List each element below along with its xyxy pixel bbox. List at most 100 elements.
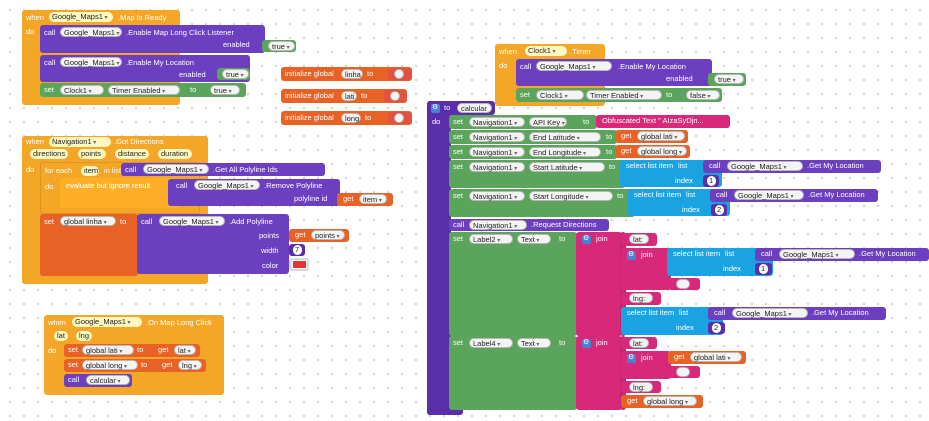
property-dropdown[interactable]: Timer Enabled	[586, 90, 662, 100]
boolean-dropdown[interactable]: false	[686, 90, 720, 100]
width-value[interactable]: 7	[293, 245, 302, 255]
component-dropdown[interactable]: Navigation1	[469, 191, 525, 201]
get-global-lati-block[interactable]: get global lati	[615, 130, 688, 143]
true-block[interactable]: true	[708, 73, 746, 86]
param-directions[interactable]: directions	[30, 149, 68, 159]
param-lat[interactable]: lat	[54, 331, 68, 341]
component-dropdown[interactable]: Google_Maps1	[143, 164, 209, 174]
text-block[interactable]: lng:	[621, 381, 661, 393]
join-block[interactable]: join	[576, 336, 622, 410]
variable-dropdown[interactable]: global lati	[637, 131, 685, 141]
boolean-dropdown[interactable]: true	[210, 85, 240, 95]
property-dropdown[interactable]: Start Longitude	[529, 191, 613, 201]
call-get-my-location-block[interactable]: call Google_Maps1 .Get My Location	[710, 189, 878, 202]
property-dropdown[interactable]: Timer Enabled	[108, 85, 180, 95]
select-list-item-block[interactable]: select list item list index	[621, 307, 723, 335]
text-value[interactable]: lng:	[629, 293, 653, 303]
variable-dropdown[interactable]: item	[359, 194, 387, 204]
text-value[interactable]	[676, 279, 690, 289]
call-get-all-polylines-block[interactable]: call Google_Maps1 .Get All Polyline Ids	[121, 163, 325, 176]
join-block[interactable]: join	[621, 351, 671, 379]
call-calcular-block[interactable]: call calcular	[64, 374, 132, 387]
property-dropdown[interactable]: Text	[517, 234, 551, 244]
call-enable-long-click-block[interactable]: call Google_Maps1 .Enable Map Long Click…	[40, 25, 265, 53]
text-value[interactable]: lat:	[629, 338, 649, 348]
text-value[interactable]	[394, 69, 404, 79]
variable-dropdown[interactable]: points	[311, 230, 345, 240]
join-block[interactable]: join	[576, 232, 622, 336]
gear-icon[interactable]	[627, 250, 636, 260]
index-value[interactable]: 1	[759, 264, 768, 274]
color-swatch[interactable]	[292, 260, 307, 269]
join-block[interactable]: join	[621, 248, 671, 290]
param-duration[interactable]: duration	[158, 149, 192, 159]
property-dropdown[interactable]: Start Latitude	[529, 162, 605, 172]
component-dropdown[interactable]: Google_Maps1	[536, 61, 612, 71]
true-block[interactable]: true	[262, 40, 296, 52]
text-block[interactable]: lng:	[621, 292, 661, 305]
call-enable-my-location-block[interactable]: call Google_Maps1 .Enable My Location en…	[40, 55, 250, 82]
set-start-latitude-block[interactable]: set Navigation1 Start Latitude to	[449, 160, 625, 188]
text-value[interactable]: lat:	[629, 234, 649, 244]
evaluate-ignore-block[interactable]: evaluate but ignore result	[60, 178, 180, 208]
component-dropdown[interactable]: Navigation1	[469, 117, 525, 127]
get-global-lati-block[interactable]: get global lati	[668, 351, 746, 364]
component-dropdown[interactable]: Google_Maps1	[732, 308, 808, 318]
variable-dropdown[interactable]: global lati	[82, 345, 134, 355]
set-end-longitude-block[interactable]: set Navigation1 End Longitude to	[449, 145, 617, 159]
param-lng[interactable]: lng	[76, 331, 92, 341]
number-block[interactable]: 1	[755, 263, 772, 275]
component-dropdown[interactable]: Label2	[469, 234, 513, 244]
variable-dropdown[interactable]: lng	[178, 360, 202, 370]
property-dropdown[interactable]: End Longitude	[529, 147, 601, 157]
index-value[interactable]: 2	[712, 323, 721, 333]
variable-dropdown[interactable]: global long	[82, 360, 138, 370]
param-distance[interactable]: distance	[115, 149, 149, 159]
call-get-my-location-block[interactable]: call Google_Maps1 .Get My Location	[755, 248, 929, 261]
property-dropdown[interactable]: Text	[517, 338, 551, 348]
text-block[interactable]	[668, 278, 700, 290]
component-dropdown[interactable]: Google_Maps1	[159, 216, 225, 226]
component-dropdown[interactable]: Google_Maps1	[727, 161, 803, 171]
global-name[interactable]: lati	[341, 91, 357, 101]
set-global-long-block[interactable]: set global long to get lng	[64, 359, 206, 372]
procedure-header[interactable]: to calcular do	[427, 101, 495, 115]
component-dropdown[interactable]: Label4	[469, 338, 513, 348]
property-dropdown[interactable]: API Key	[529, 117, 567, 127]
loop-variable[interactable]: item	[81, 166, 99, 176]
init-global-lati-block[interactable]: initialize global lati to	[281, 89, 407, 103]
get-global-long-block[interactable]: get global long	[621, 395, 703, 408]
number-block[interactable]: 7	[289, 244, 305, 256]
gear-icon[interactable]	[627, 353, 636, 363]
set-end-latitude-block[interactable]: set Navigation1 End Latitude to	[449, 130, 617, 144]
get-global-long-block[interactable]: get global long	[615, 145, 690, 158]
call-get-my-location-block[interactable]: call Google_Maps1 .Get My Location	[703, 160, 881, 173]
param-points[interactable]: points	[78, 149, 106, 159]
component-dropdown[interactable]: Navigation1	[469, 220, 527, 230]
procedure-name[interactable]: calcular	[457, 103, 492, 113]
call-enable-my-location-block[interactable]: call Google_Maps1 .Enable My Location en…	[516, 59, 712, 86]
component-dropdown[interactable]: Navigation1	[469, 132, 525, 142]
component-dropdown[interactable]: Navigation1	[49, 137, 111, 147]
boolean-dropdown[interactable]: true	[222, 69, 249, 79]
text-value[interactable]	[394, 113, 404, 123]
variable-dropdown[interactable]: global linha	[60, 216, 116, 226]
gear-icon[interactable]	[431, 103, 440, 113]
component-dropdown[interactable]: Clock1	[525, 46, 567, 56]
text-value[interactable]: lng:	[629, 382, 653, 392]
init-global-long-block[interactable]: initialize global long to	[281, 111, 412, 125]
obfuscated-text-block[interactable]: Obfuscated Text " AIzaSyDjn...	[596, 115, 730, 128]
text-block[interactable]: lat:	[621, 233, 657, 246]
set-label2-text-block[interactable]: set Label2 Text to	[449, 232, 577, 336]
text-value[interactable]	[390, 91, 400, 101]
component-dropdown[interactable]: Navigation1	[469, 147, 525, 157]
number-block[interactable]: 2	[708, 322, 725, 334]
variable-dropdown[interactable]: lat	[174, 345, 196, 355]
text-block[interactable]	[384, 90, 407, 102]
number-block[interactable]: 1	[703, 175, 719, 187]
procedure-calcular-block[interactable]	[427, 101, 451, 415]
component-dropdown[interactable]: Navigation1	[469, 162, 525, 172]
component-dropdown[interactable]: Google_Maps1	[779, 249, 855, 259]
component-dropdown[interactable]: Google_Maps1	[72, 317, 142, 327]
gear-icon[interactable]	[582, 338, 591, 348]
